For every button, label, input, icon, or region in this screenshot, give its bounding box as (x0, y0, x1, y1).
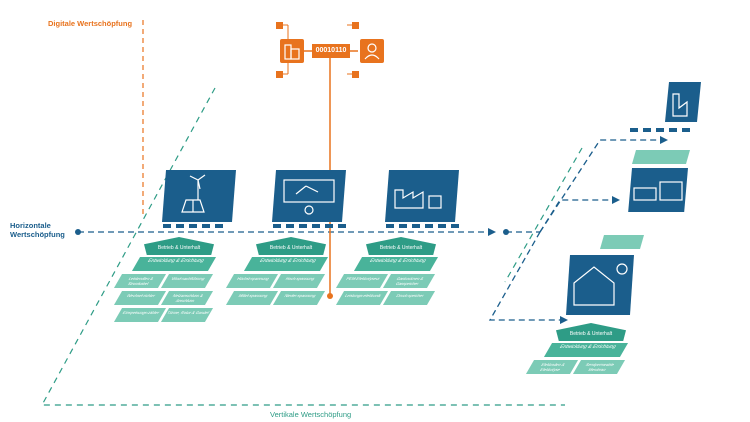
process-cell: Türme, Rotor & Gondel (160, 308, 213, 322)
wind-solar-icon (181, 174, 206, 213)
tile-industry-h2 (385, 170, 459, 228)
house-solar-h2-icon (573, 263, 628, 306)
vertical-frame-outline (40, 87, 565, 406)
tile-house-solar (566, 235, 644, 315)
process-cell: Wind-nachführung (160, 274, 213, 288)
car-truck-h2-icon (633, 181, 683, 201)
process-cell: PEM-Elektrolyseur (335, 274, 388, 288)
process-cell: Mittel-spannung (225, 291, 278, 305)
bar-label: Entwicklung & Errichtung (131, 257, 217, 271)
process-cell: Leistendlen & Stromkabel (113, 274, 166, 288)
binary-code-box: 00010110 (312, 44, 350, 58)
process-cell: Wechsel-richter (113, 291, 166, 305)
tile-wind-solar (162, 170, 236, 228)
process-cell: Gastrocknen & Gasspeicher (382, 274, 435, 288)
control-room-icon (283, 179, 335, 215)
horizontal-arrowhead (488, 228, 496, 236)
process-cell: Hoch-spannung (272, 274, 325, 288)
roof-label: Betrieb & Unterhalt (256, 237, 326, 255)
process-cell: Netzanschluss & Anschluss (160, 291, 213, 305)
horizontal-value-label: Horizontale Wertschöpfung (10, 221, 65, 239)
process-cell: Höchst-spannung (225, 274, 278, 288)
bar-label: Entwicklung & Errichtung (543, 343, 629, 357)
right-frame-outline (504, 147, 583, 283)
roof-label: Betrieb & Unterhalt (556, 323, 626, 341)
branch-dot-left (75, 229, 81, 235)
tile-control-room (272, 170, 346, 228)
roof-label: Betrieb & Unterhalt (144, 237, 214, 255)
industry-h2-icon (394, 189, 442, 209)
process-cell: Druck-speicher (382, 291, 435, 305)
factory-icon (672, 93, 688, 117)
process-cell: Einspeisungs-zähler (113, 308, 166, 322)
digital-drop-dot (327, 293, 333, 299)
tile-car-truck-h2 (628, 150, 690, 212)
process-cell: Elektroden & Elektrolyse (525, 360, 578, 374)
vertical-value-label: Vertikale Wertschöpfung (270, 410, 352, 419)
process-cell: Nieder-spannung (272, 291, 325, 305)
person-icon (360, 39, 384, 63)
bar-label: Entwicklung & Errichtung (243, 257, 329, 271)
city-buildings-icon (280, 39, 304, 63)
tile-factory (630, 82, 701, 132)
digital-value-label: Digitale Wertschöpfung (48, 19, 133, 28)
roof-label: Betrieb & Unterhalt (366, 237, 436, 255)
process-cell: Leistungs-elektronik (335, 291, 388, 305)
bar-label: Entwicklung & Errichtung (353, 257, 439, 271)
process-cell: Semipermeable Membran (572, 360, 625, 374)
